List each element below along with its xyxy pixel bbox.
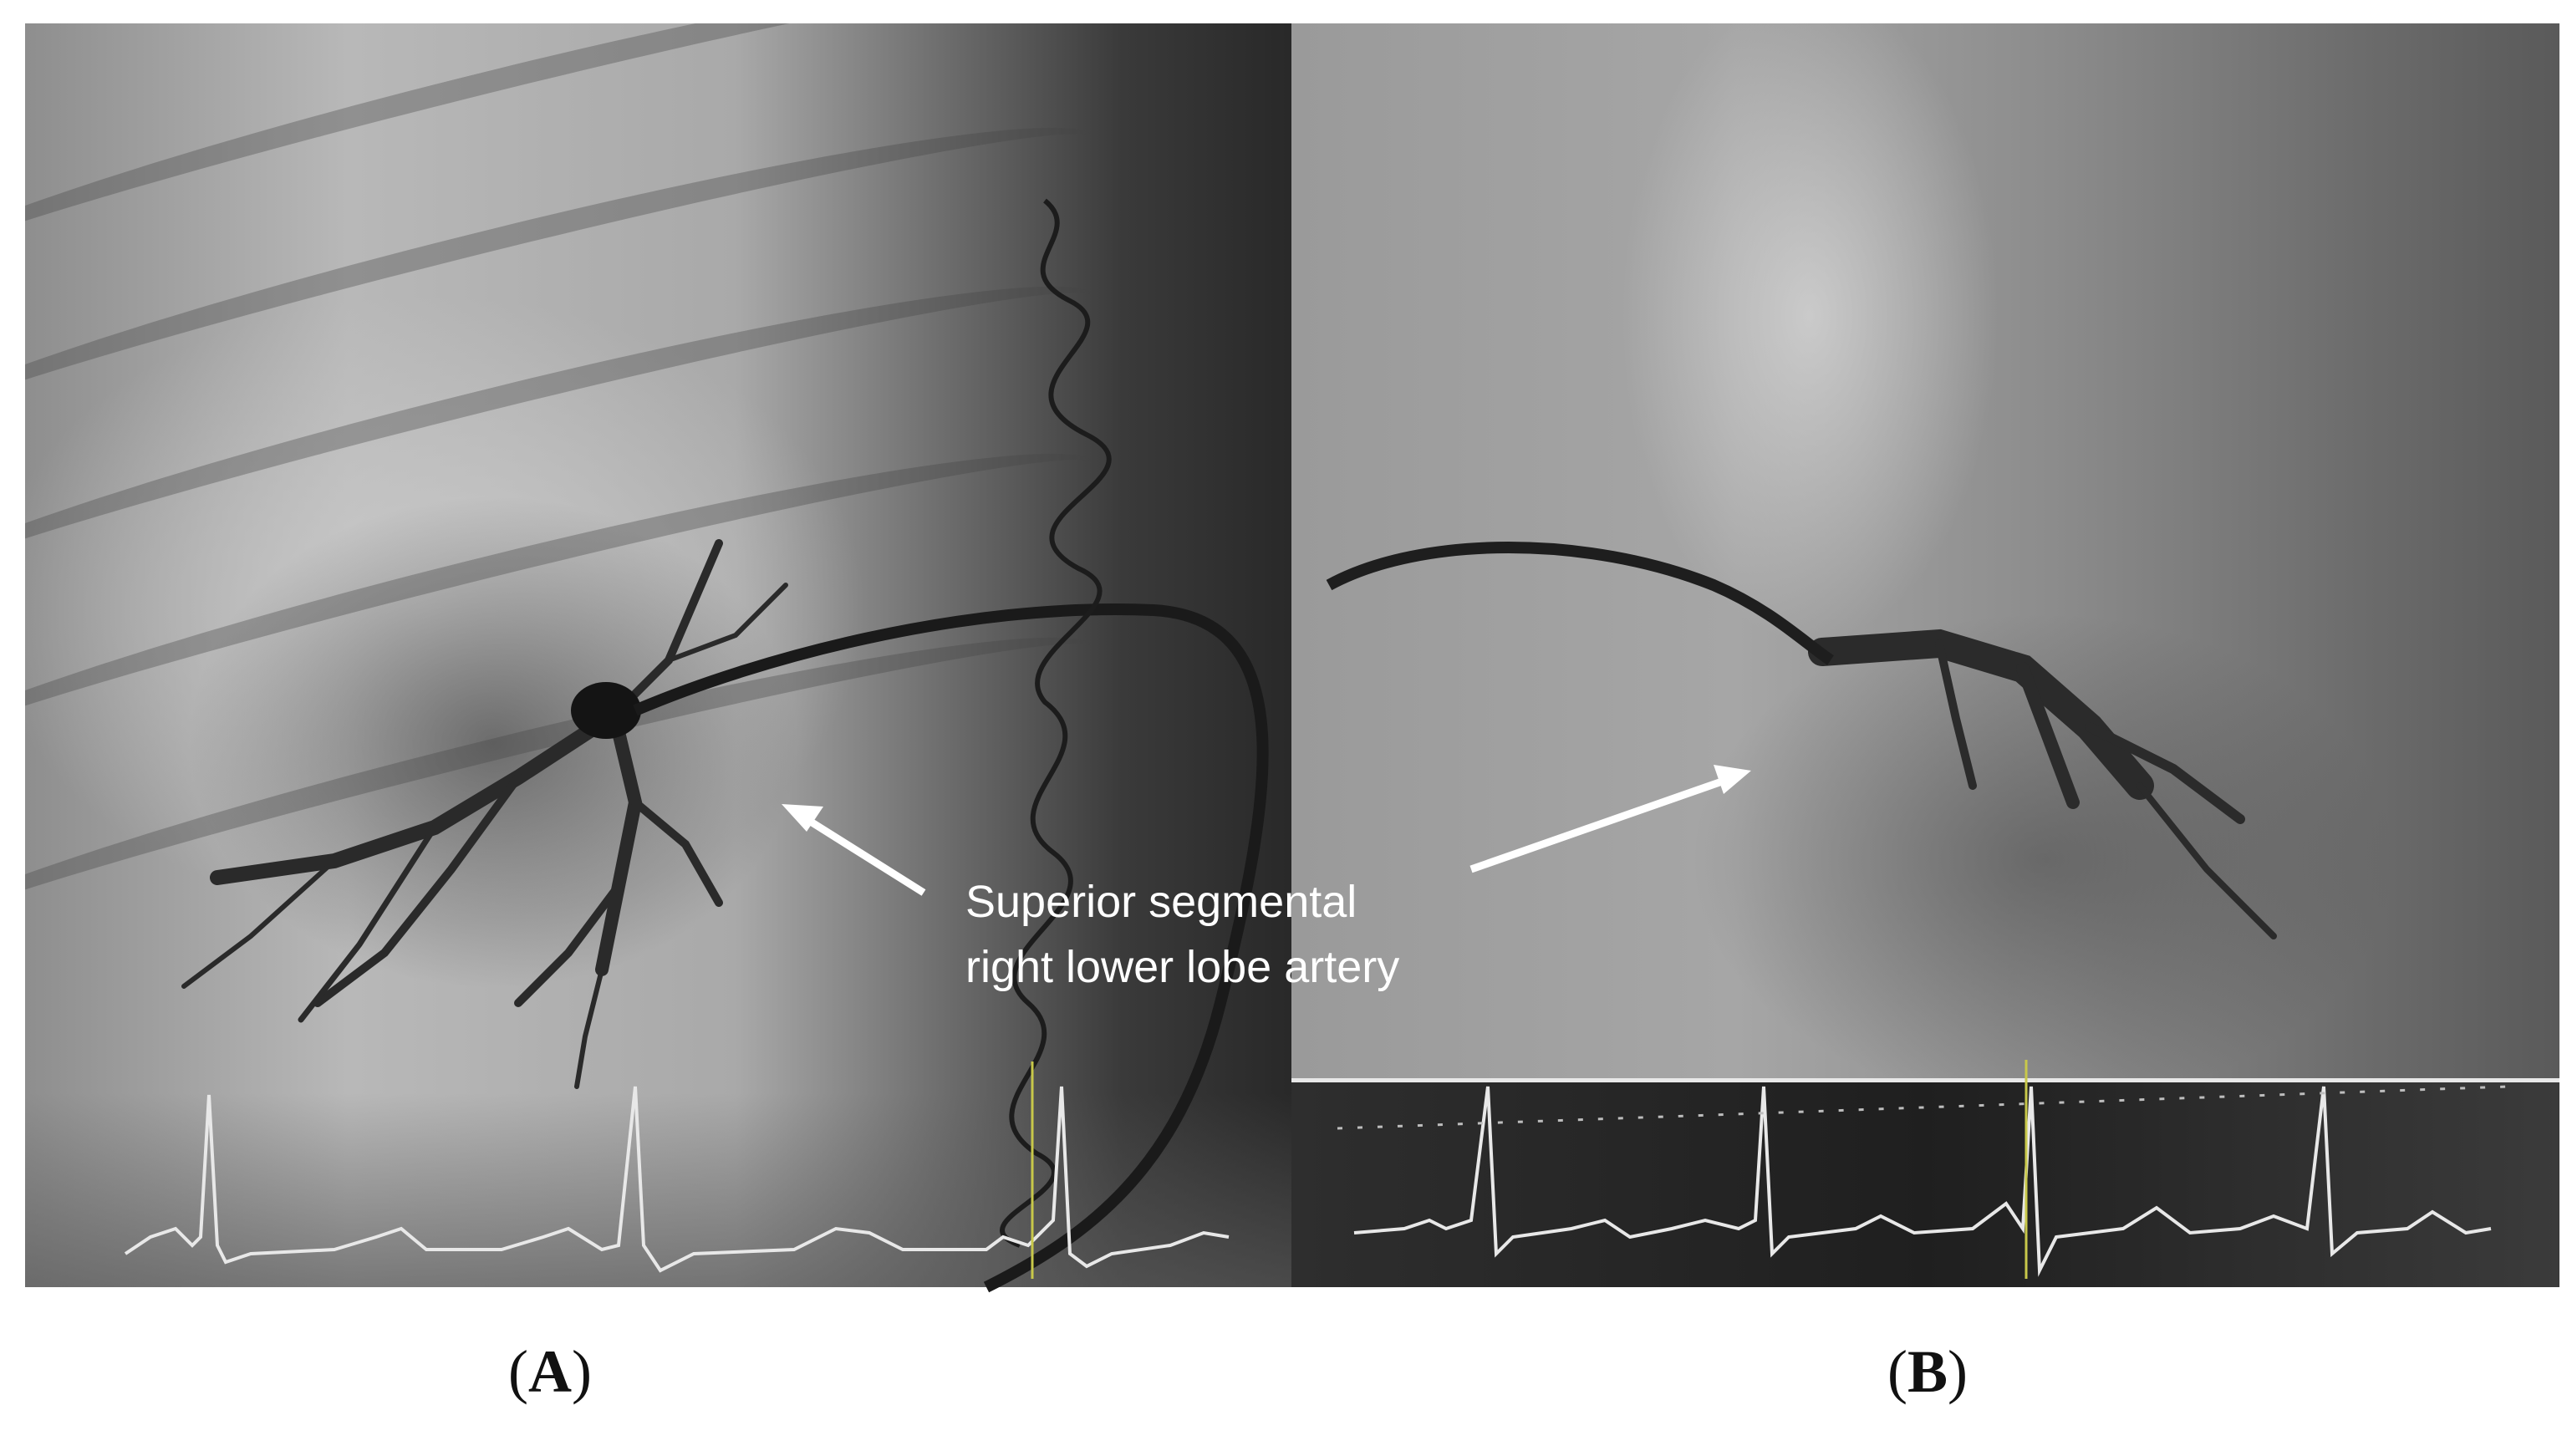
annotation-line-1: Superior segmental xyxy=(965,877,1357,927)
panel-label-a: (A) xyxy=(508,1338,592,1405)
panel-label-b-letter: B xyxy=(1907,1338,1948,1405)
diaphragm-shadow xyxy=(25,1093,1317,1287)
panel-label-b: (B) xyxy=(1887,1338,1968,1405)
angiogram-panel-a xyxy=(25,23,1317,1287)
panel-label-a-letter: A xyxy=(527,1338,572,1405)
ecg-strip-background xyxy=(1291,1078,2559,1287)
angiogram-panel-b xyxy=(1291,23,2559,1287)
annotation-line-2: right lower lobe artery xyxy=(965,942,1400,992)
